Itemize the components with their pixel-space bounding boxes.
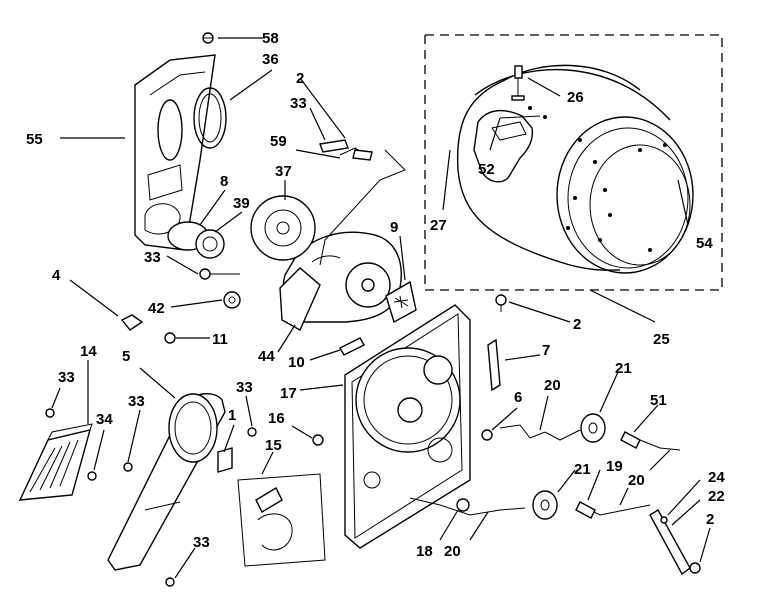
callout-27: 27	[430, 217, 447, 234]
callout-labels: 58 36 2 33 55 59 37 8 39 9 4 33 42 11 44…	[26, 30, 725, 560]
callout-54: 54	[696, 235, 713, 252]
callout-58: 58	[262, 30, 279, 47]
callout-55: 55	[26, 131, 43, 148]
callout-33-blower: 33	[144, 249, 161, 266]
bracket-screw	[319, 139, 373, 161]
drum-roller-upper	[580, 413, 641, 449]
callout-22: 22	[708, 488, 725, 505]
callout-24: 24	[708, 469, 725, 486]
blower-screw	[199, 268, 240, 280]
callout-1: 1	[228, 407, 236, 424]
callout-25: 25	[653, 331, 670, 348]
drum-bearing	[312, 429, 493, 446]
roller-bearing-washer	[456, 498, 470, 512]
callout-26: 26	[567, 89, 584, 106]
leveling-leg	[649, 509, 701, 576]
callout-15: 15	[265, 437, 282, 454]
callout-7: 7	[542, 342, 550, 359]
felt-seal	[487, 338, 501, 392]
callout-39: 39	[233, 195, 250, 212]
callout-52: 52	[478, 161, 495, 178]
callout-51: 51	[650, 392, 667, 409]
callout-37: 37	[275, 163, 292, 180]
callout-20-right: 20	[628, 472, 645, 489]
drum-assembly-box	[424, 34, 723, 291]
callout-36: 36	[262, 51, 279, 68]
callout-20-lower: 20	[444, 543, 461, 560]
callout-2-panel: 2	[573, 316, 581, 333]
callout-8: 8	[220, 173, 228, 190]
callout-34: 34	[96, 411, 113, 428]
exhaust-bracket	[339, 337, 365, 356]
motor-seal	[167, 221, 225, 259]
drum-baffle	[473, 109, 541, 183]
callout-33-bottom: 33	[193, 534, 210, 551]
callout-5: 5	[122, 348, 130, 365]
seal-ring	[193, 87, 227, 149]
callout-17: 17	[280, 385, 297, 402]
callout-59: 59	[270, 133, 287, 150]
front-panel	[107, 393, 226, 571]
callout-20-upper: 20	[544, 377, 561, 394]
thermal-fuse	[385, 280, 417, 324]
callout-18: 18	[416, 543, 433, 560]
rear-panel	[134, 54, 216, 251]
callout-33-front: 33	[128, 393, 145, 410]
callout-10: 10	[288, 354, 305, 371]
baffle-screw	[511, 65, 525, 101]
blower-wheel	[250, 195, 316, 261]
callout-44: 44	[258, 348, 275, 365]
lint-filter	[18, 423, 93, 501]
callout-9: 9	[390, 219, 398, 236]
callout-4: 4	[52, 267, 61, 284]
drum-shell	[456, 64, 694, 274]
harness-kit-box	[237, 473, 326, 567]
callout-21-upper: 21	[615, 360, 632, 377]
front-screws	[45, 408, 257, 587]
support-wire-upper	[499, 424, 681, 451]
callout-33-switch: 33	[236, 379, 253, 396]
callout-11: 11	[212, 331, 228, 348]
callout-6: 6	[514, 389, 522, 406]
callout-33-filter: 33	[58, 369, 75, 386]
clip-part	[120, 314, 176, 344]
callout-19: 19	[606, 458, 623, 475]
drum-roller-lower	[532, 490, 596, 520]
support-wire-lower	[409, 497, 651, 516]
panel-screw-top	[202, 32, 214, 44]
door-switch	[217, 447, 233, 473]
callout-2-leg: 2	[706, 511, 714, 528]
callout-14: 14	[80, 343, 97, 360]
bulkhead-panel	[344, 304, 471, 549]
idler-pulley	[223, 291, 241, 309]
callout-33-upper: 33	[290, 95, 307, 112]
callout-16: 16	[268, 410, 285, 427]
panel-screw-right	[495, 294, 507, 312]
callout-2-top: 2	[296, 70, 304, 87]
blower-duct	[279, 267, 321, 331]
callout-42: 42	[148, 300, 165, 317]
callout-21-lower: 21	[574, 461, 591, 478]
